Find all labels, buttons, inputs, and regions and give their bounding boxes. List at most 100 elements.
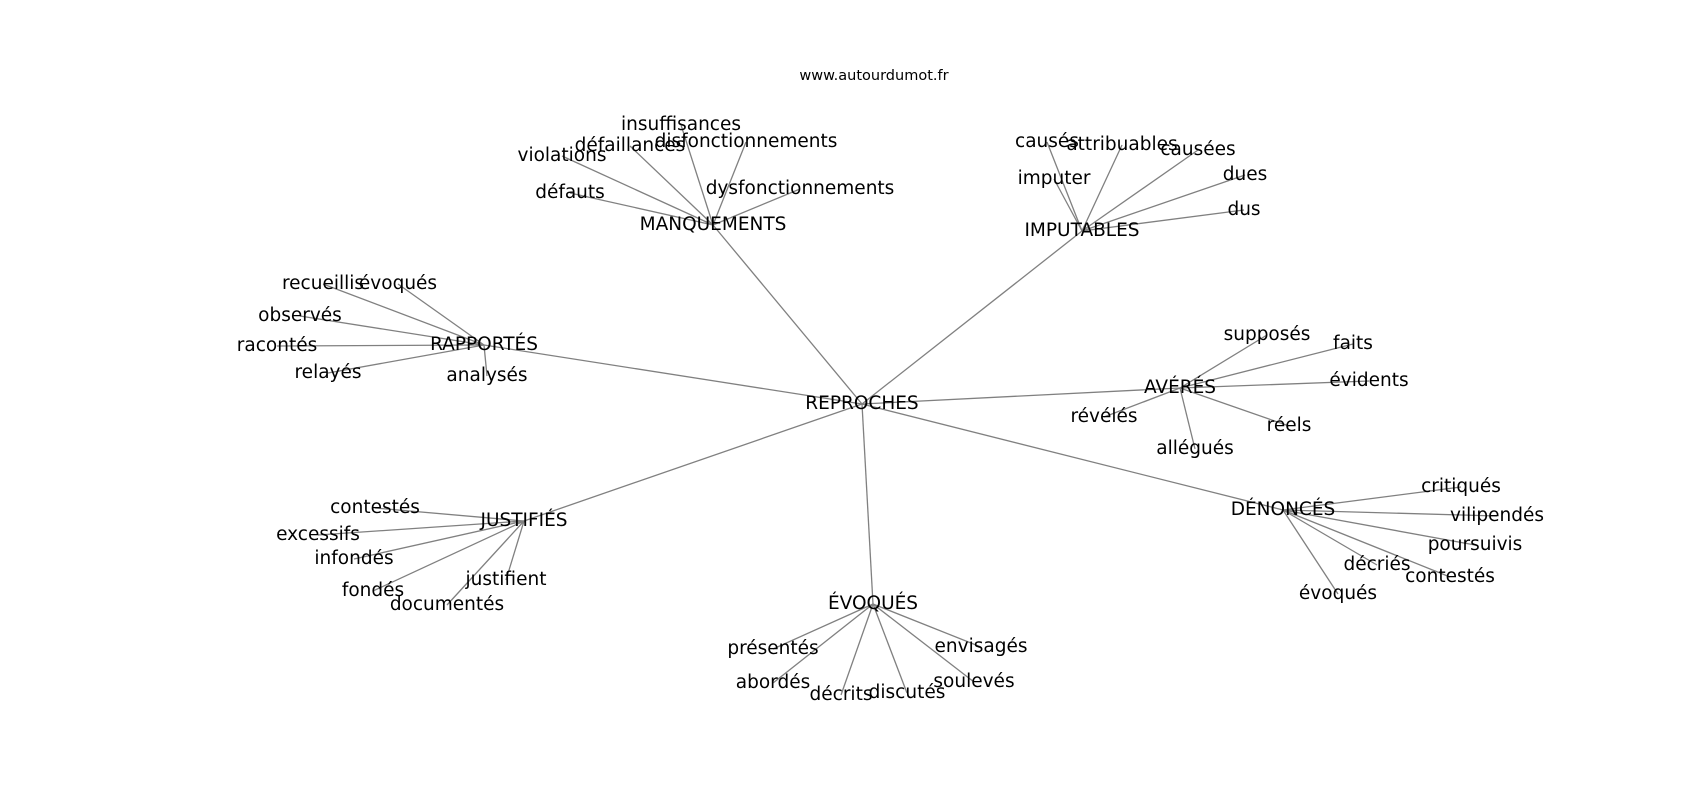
group-node-justifies[interactable]: JUSTIFIÉS	[480, 509, 568, 531]
word-node-justifies-1[interactable]: excessifs	[276, 523, 360, 545]
edge-justifies-word-4	[372, 520, 525, 592]
edge-center-evoques	[861, 403, 874, 605]
edge-rapportes-word-0	[322, 283, 485, 346]
word-node-rapportes-5[interactable]: analysés	[446, 364, 528, 386]
word-node-imputables-1[interactable]: attribuables	[1066, 133, 1178, 155]
edge-denonces-word-1	[1282, 509, 1498, 517]
edge-manquements-word-1	[561, 155, 714, 226]
word-node-justifies-2[interactable]: infondés	[314, 547, 394, 569]
edge-manquements-word-0	[680, 124, 714, 226]
edge-rapportes-word-5	[483, 344, 488, 377]
edge-imputables-word-5	[1081, 209, 1245, 232]
word-node-evoques-3[interactable]: soulevés	[933, 670, 1015, 692]
word-node-rapportes-3[interactable]: racontés	[236, 334, 318, 356]
edge-evoques-word-4	[840, 603, 874, 696]
word-node-imputables-0[interactable]: causés	[1015, 130, 1079, 152]
edge-justifies-word-3	[505, 520, 525, 581]
word-node-justifies-5[interactable]: documentés	[389, 593, 505, 615]
word-node-denonces-1[interactable]: vilipendés	[1450, 504, 1544, 526]
edge-averes-word-4	[1179, 387, 1290, 427]
edge-evoques-word-1	[872, 603, 982, 648]
word-node-justifies-4[interactable]: fondés	[341, 579, 405, 601]
word-node-manquements-4[interactable]: défauts	[535, 181, 605, 203]
edge-denonces-word-3	[1282, 509, 1378, 566]
edge-center-imputables	[861, 230, 1083, 405]
edge-imputables-word-0	[1046, 141, 1083, 232]
edge-averes-word-1	[1179, 343, 1354, 389]
edge-imputables-word-2	[1081, 149, 1199, 232]
edge-evoques-word-2	[772, 603, 874, 684]
word-node-rapportes-1[interactable]: évoqués	[358, 272, 438, 294]
edge-denonces-word-4	[1282, 509, 1451, 578]
group-node-averes[interactable]: AVÉRÉS	[1143, 376, 1217, 398]
word-node-evoques-0[interactable]: présentés	[727, 637, 819, 659]
edge-denonces-word-0	[1282, 486, 1462, 511]
word-node-manquements-3[interactable]: disfonctionnements	[654, 130, 838, 152]
edge-evoques-word-5	[872, 603, 908, 694]
word-node-evoques-5[interactable]: discutés	[868, 681, 946, 703]
word-node-averes-5[interactable]: allégués	[1156, 437, 1234, 459]
edge-justifies-word-1	[317, 520, 525, 536]
word-node-denonces-4[interactable]: contestés	[1405, 565, 1495, 587]
word-node-manquements-1[interactable]: violations	[517, 144, 607, 166]
edge-center-denonces	[861, 403, 1284, 511]
edge-manquements-word-5	[712, 188, 801, 226]
word-node-imputables-2[interactable]: causées	[1160, 138, 1236, 160]
group-node-evoques[interactable]: ÉVOQUÉS	[827, 592, 919, 614]
word-node-rapportes-2[interactable]: observés	[258, 304, 342, 326]
edge-denonces-word-2	[1282, 509, 1476, 546]
edge-manquements-word-4	[569, 192, 714, 226]
edge-rapportes-word-2	[299, 315, 485, 346]
edge-manquements-word-2	[629, 145, 714, 226]
word-node-evoques-4[interactable]: décrits	[809, 683, 873, 705]
edge-center-rapportes	[483, 344, 863, 405]
edge-evoques-word-3	[872, 603, 975, 683]
word-node-averes-3[interactable]: révélés	[1070, 405, 1138, 427]
edge-averes-word-2	[1179, 380, 1370, 389]
word-node-averes-0[interactable]: supposés	[1223, 323, 1311, 345]
edge-averes-word-3	[1103, 387, 1181, 418]
word-node-manquements-2[interactable]: défaillances	[574, 134, 686, 156]
word-node-justifies-3[interactable]: justifient	[465, 568, 547, 590]
edge-justifies-word-2	[353, 520, 525, 560]
word-node-manquements-0[interactable]: insuffisances	[620, 113, 742, 135]
word-node-averes-4[interactable]: réels	[1266, 414, 1312, 436]
edge-imputables-word-4	[1081, 174, 1246, 232]
edge-denonces-word-5	[1282, 509, 1339, 595]
group-node-manquements[interactable]: MANQUEMENTS	[639, 213, 787, 235]
group-node-rapportes[interactable]: RAPPORTÉS	[430, 333, 538, 355]
word-node-denonces-0[interactable]: critiqués	[1421, 475, 1501, 497]
word-node-rapportes-0[interactable]: recueillis	[281, 272, 365, 294]
source-label: www.autourdumot.fr	[799, 68, 949, 84]
edge-justifies-word-5	[446, 520, 525, 606]
group-node-denonces[interactable]: DÉNONCÉS	[1230, 498, 1336, 520]
edge-justifies-word-0	[374, 507, 525, 522]
word-node-averes-1[interactable]: faits	[1333, 332, 1373, 354]
edge-center-averes	[861, 387, 1181, 405]
word-node-imputables-3[interactable]: imputer	[1017, 167, 1091, 189]
edge-rapportes-word-4	[327, 344, 485, 374]
edge-center-justifies	[523, 403, 863, 522]
edge-imputables-word-3	[1053, 178, 1083, 232]
edge-averes-word-5	[1179, 387, 1196, 450]
word-node-averes-2[interactable]: évidents	[1329, 369, 1409, 391]
word-node-denonces-2[interactable]: poursuivis	[1427, 533, 1523, 555]
center-node[interactable]: REPROCHES	[805, 392, 919, 414]
word-node-denonces-3[interactable]: décriés	[1343, 553, 1411, 575]
edge-rapportes-word-1	[397, 283, 485, 346]
group-node-imputables[interactable]: IMPUTABLES	[1024, 219, 1140, 241]
edge-rapportes-word-3	[276, 344, 485, 347]
word-node-rapportes-4[interactable]: relayés	[294, 361, 362, 383]
edge-imputables-word-1	[1081, 144, 1123, 232]
word-node-justifies-0[interactable]: contestés	[330, 496, 420, 518]
word-node-manquements-5[interactable]: dysfonctionnements	[705, 177, 895, 199]
word-node-evoques-2[interactable]: abordés	[735, 671, 811, 693]
word-node-denonces-5[interactable]: évoqués	[1298, 582, 1378, 604]
word-node-evoques-1[interactable]: envisagés	[934, 635, 1028, 657]
word-node-imputables-5[interactable]: dus	[1227, 198, 1261, 220]
word-node-imputables-4[interactable]: dues	[1222, 163, 1268, 185]
edge-averes-word-0	[1179, 334, 1268, 389]
edge-manquements-word-3	[712, 141, 747, 226]
